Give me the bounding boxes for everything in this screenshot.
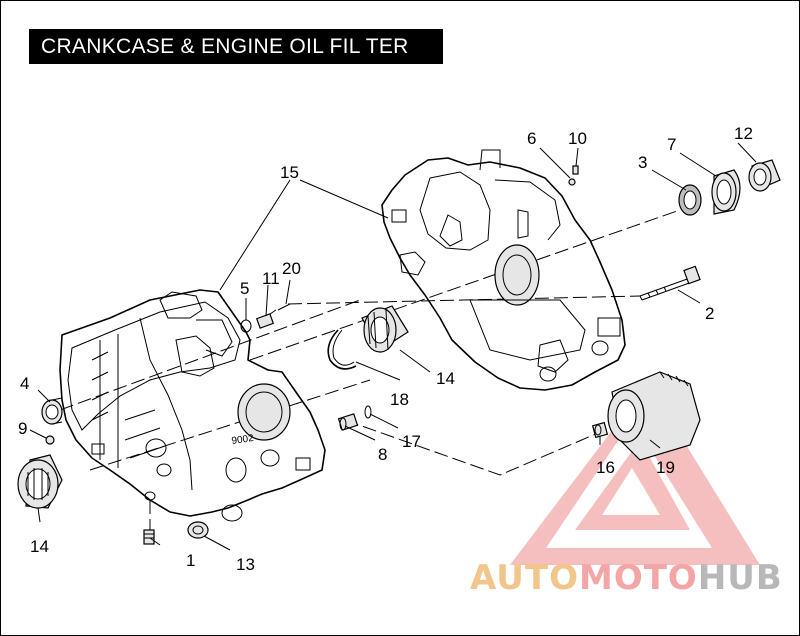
- callout-19: 19: [656, 458, 675, 477]
- part-bearing-4: [41, 397, 63, 425]
- watermark-hub: HUB: [697, 558, 783, 598]
- part-plug-1: [143, 529, 155, 545]
- part-bearing-7: [711, 169, 741, 215]
- callout-1: 1: [186, 551, 195, 570]
- watermark-logo: [510, 383, 760, 565]
- callout-18: 18: [390, 390, 409, 409]
- leader-lines: [29, 142, 757, 551]
- diagram-title: CRANKCASE & ENGINE OIL FIL TER: [29, 29, 443, 64]
- part-retaining-ring-18: [327, 329, 357, 370]
- part-oring-17: [364, 405, 372, 419]
- callout-2: 2: [705, 304, 714, 323]
- callout-12: 12: [734, 124, 753, 143]
- callout-9: 9: [18, 419, 27, 438]
- callout-14-left: 14: [30, 537, 49, 556]
- callout-4: 4: [20, 374, 29, 393]
- callout-13: 13: [236, 555, 255, 574]
- callout-10: 10: [568, 129, 587, 148]
- part-bushing-12: [748, 159, 781, 192]
- part-fitting-11: [255, 309, 277, 329]
- callout-11: 11: [262, 269, 280, 288]
- part-oil-filter-19: [607, 371, 701, 461]
- watermark-auto: AUTO: [470, 558, 579, 598]
- right-crankcase-half: [381, 149, 626, 391]
- part-bearing-14-left: [17, 454, 63, 509]
- watermark-moto: MOTO: [578, 558, 698, 598]
- callout-labels: 1 2 3 4 5 6 7 8 9 10 11 12 13 14 14 15 1…: [18, 124, 753, 574]
- callout-5: 5: [240, 279, 249, 298]
- part-oil-seal: [678, 184, 702, 216]
- callout-14-right: 14: [436, 369, 455, 388]
- part-plug-13: [187, 521, 209, 539]
- left-crankcase-half: 9002: [59, 289, 326, 522]
- watermark-text: AUTOMOTOHUB: [470, 558, 795, 598]
- part-dowel-6: [568, 178, 576, 186]
- callout-7: 7: [667, 135, 676, 154]
- callout-16: 16: [596, 458, 615, 477]
- callout-8: 8: [378, 445, 387, 464]
- callout-15: 15: [280, 163, 299, 182]
- part-plug-8: [337, 413, 359, 431]
- callout-6: 6: [527, 129, 536, 148]
- callout-17: 17: [402, 432, 421, 451]
- part-bolt-2: [639, 265, 701, 301]
- case-marking: 9002: [231, 433, 255, 447]
- part-pin-10: [572, 165, 579, 175]
- callout-3: 3: [638, 153, 647, 172]
- alignment-lines: [59, 209, 681, 530]
- part-screw-20: [277, 303, 291, 311]
- part-fitting-16: [591, 421, 609, 439]
- part-bearing-14-right: [361, 305, 409, 353]
- part-pin-9: [45, 435, 55, 445]
- callout-20: 20: [282, 259, 301, 278]
